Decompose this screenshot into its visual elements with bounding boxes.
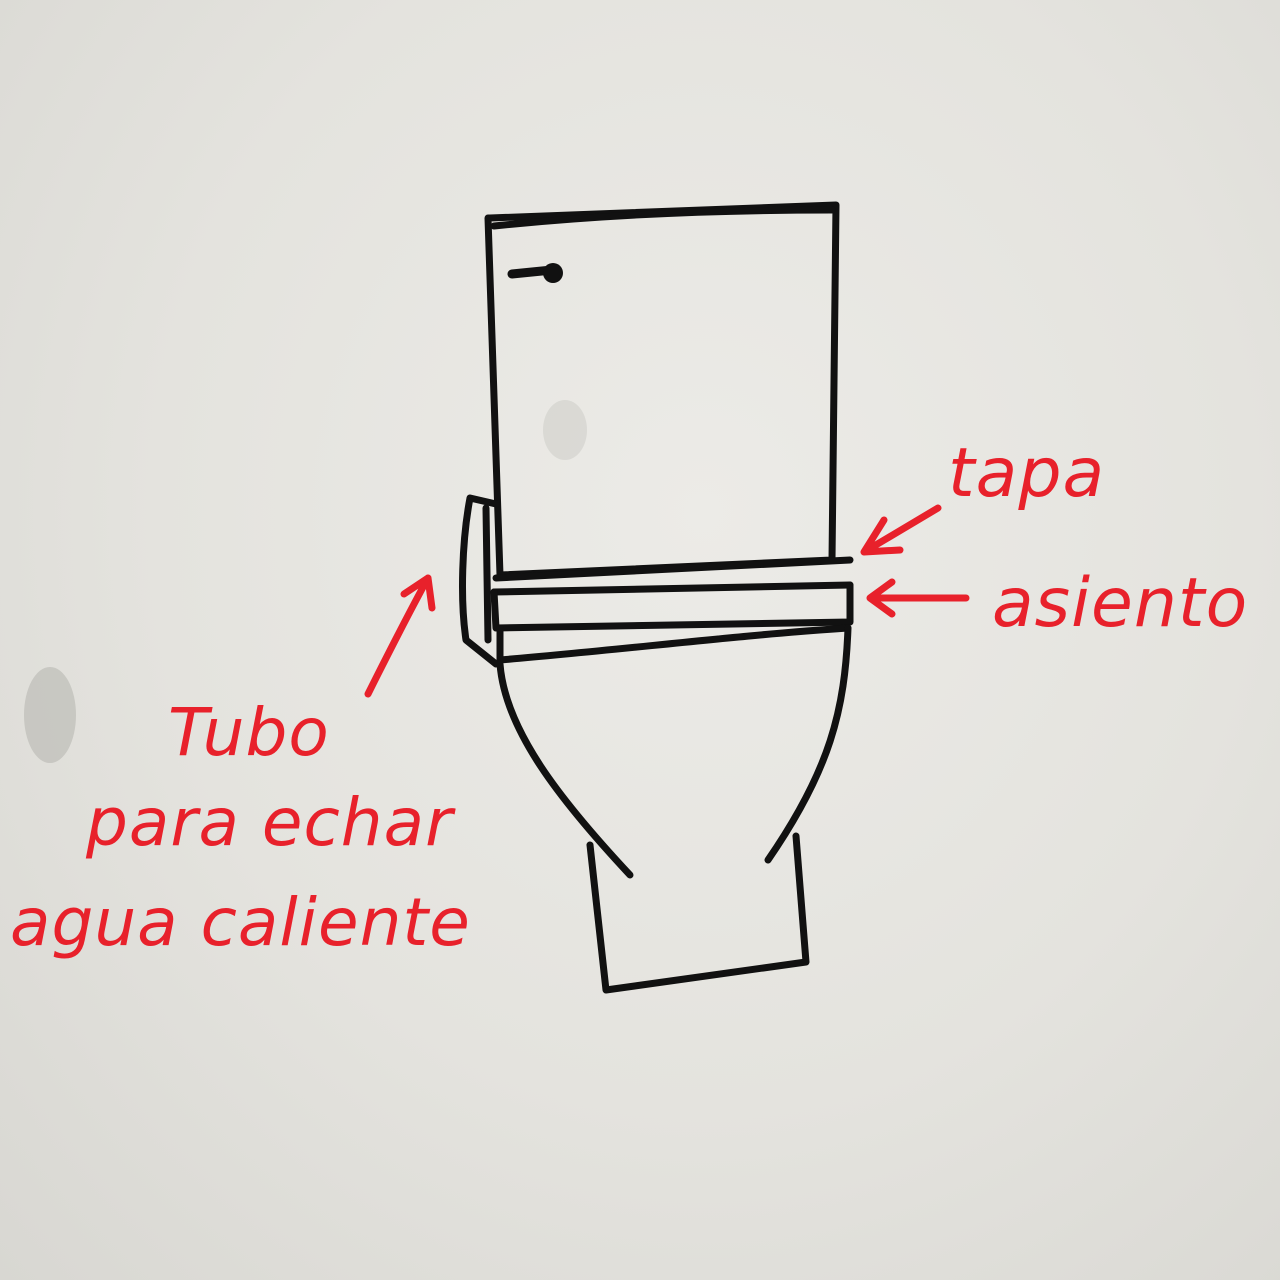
flush-knob — [543, 263, 563, 283]
lid-band — [492, 556, 854, 582]
bowl-right — [764, 624, 852, 864]
base-outline — [586, 832, 810, 994]
tapa-label: tapa — [948, 434, 1106, 513]
hot-water-tube-inner — [482, 504, 492, 644]
tubo-label-line-3: agua caliente — [10, 884, 471, 961]
tubo-arrow — [364, 574, 436, 698]
hot-water-tube — [459, 494, 500, 668]
tank-lid-line — [490, 206, 836, 230]
tubo-label-line-2: para echar — [86, 784, 454, 861]
lid-band-lower — [490, 581, 854, 596]
tank-outline — [484, 201, 840, 579]
tubo-label-line-1: Tubo — [168, 694, 330, 771]
asiento-label: asiento — [992, 564, 1249, 643]
smudge — [543, 400, 587, 460]
tapa-arrow — [860, 504, 942, 556]
seat-bottom — [496, 624, 852, 664]
seat-outline — [490, 581, 854, 632]
asiento-arrow — [866, 578, 970, 618]
bowl-left — [496, 660, 634, 879]
smudge — [24, 667, 76, 763]
